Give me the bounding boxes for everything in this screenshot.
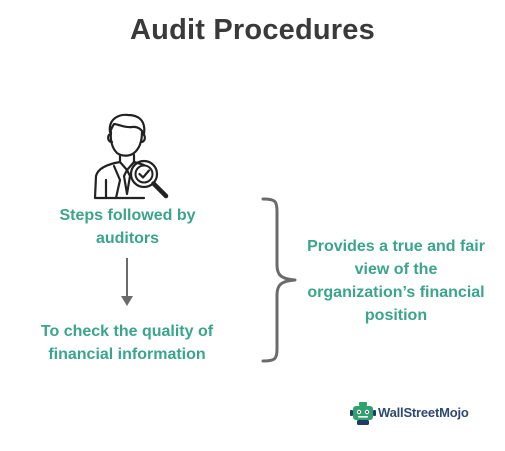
wallstreetmojo-logo-icon [350, 402, 376, 425]
wallstreetmojo-logo-text: WallStreetMojo [378, 405, 469, 420]
right-curly-brace [261, 197, 297, 363]
page-title: Audit Procedures [130, 14, 375, 46]
true-fair-view-text: Provides a true and fair view of the org… [307, 238, 485, 324]
auditor-with-magnifier-icon [93, 113, 169, 200]
check-quality-text: To check the quality of financial inform… [40, 323, 214, 363]
wallstreetmojo-logo: WallStreetMojo [350, 400, 490, 428]
down-arrow-icon [121, 258, 133, 306]
steps-followed-text: Steps followed by auditors [59, 207, 196, 247]
